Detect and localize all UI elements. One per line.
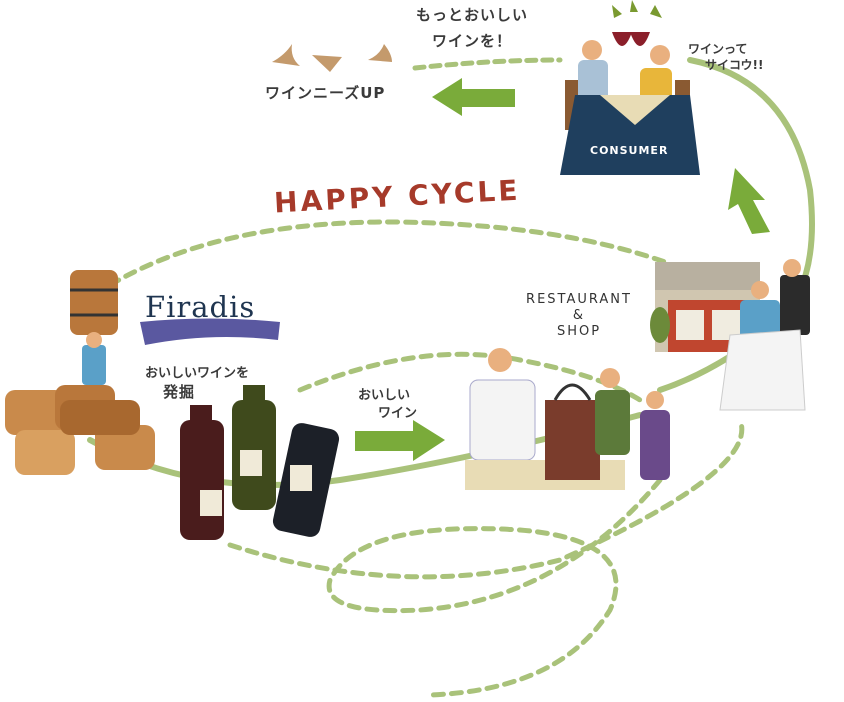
label-restaurant-shop: RESTAURANT & SHOP	[520, 292, 638, 340]
consumer-scene	[560, 0, 700, 175]
label-discover-1: おいしいワインを	[145, 366, 250, 381]
firadis-logo: Firadis	[145, 290, 256, 324]
label-discover-2: 発掘	[163, 383, 196, 401]
sommelier-figure	[469, 379, 536, 461]
label-tasty-1: おいしい	[358, 388, 411, 403]
solid-lower-path	[87, 412, 643, 488]
wine-glass-icon	[612, 32, 632, 46]
label-tasty-2: ワイン	[378, 406, 418, 421]
shop-scene	[465, 348, 670, 490]
restaurant-building	[650, 259, 810, 411]
solid-path-right	[657, 57, 815, 393]
arrow-up-icon	[728, 168, 770, 234]
carrier-figure	[82, 345, 106, 385]
dashed-path-top	[412, 57, 563, 71]
dashed-big-arc	[107, 219, 668, 288]
arrow-left-icon	[432, 78, 515, 116]
shopping-bag-icon	[545, 400, 600, 480]
firadis-banner	[140, 318, 280, 345]
label-wine-is-best-2: サイコウ!!	[705, 58, 764, 72]
barrels-icon	[5, 270, 155, 475]
table-cloth	[560, 95, 700, 175]
wine-bottles-icon	[180, 385, 340, 540]
man-figure	[578, 60, 608, 105]
label-more-delicious-2: ワインを！	[432, 32, 513, 50]
label-shop: SHOP	[556, 324, 602, 339]
label-restaurant: RESTAURANT	[526, 292, 632, 307]
dashed-bottom-loop-2	[326, 477, 663, 698]
birds-icon	[272, 44, 392, 72]
customer-figure	[595, 390, 630, 455]
label-wine-is-best-1: ワインって	[688, 42, 748, 56]
waiter-figure	[780, 275, 810, 335]
label-more-delicious-1: もっとおいしい	[416, 6, 529, 24]
wine-glass-icon	[630, 32, 650, 46]
label-ampersand: &	[572, 308, 586, 323]
label-consumer: CONSUMER	[590, 144, 669, 157]
customer-figure	[640, 410, 670, 480]
arrow-right-icon	[355, 420, 445, 461]
dashed-bottom-loop	[227, 417, 745, 580]
label-wine-needs-up: ワインニーズUP	[265, 84, 386, 102]
